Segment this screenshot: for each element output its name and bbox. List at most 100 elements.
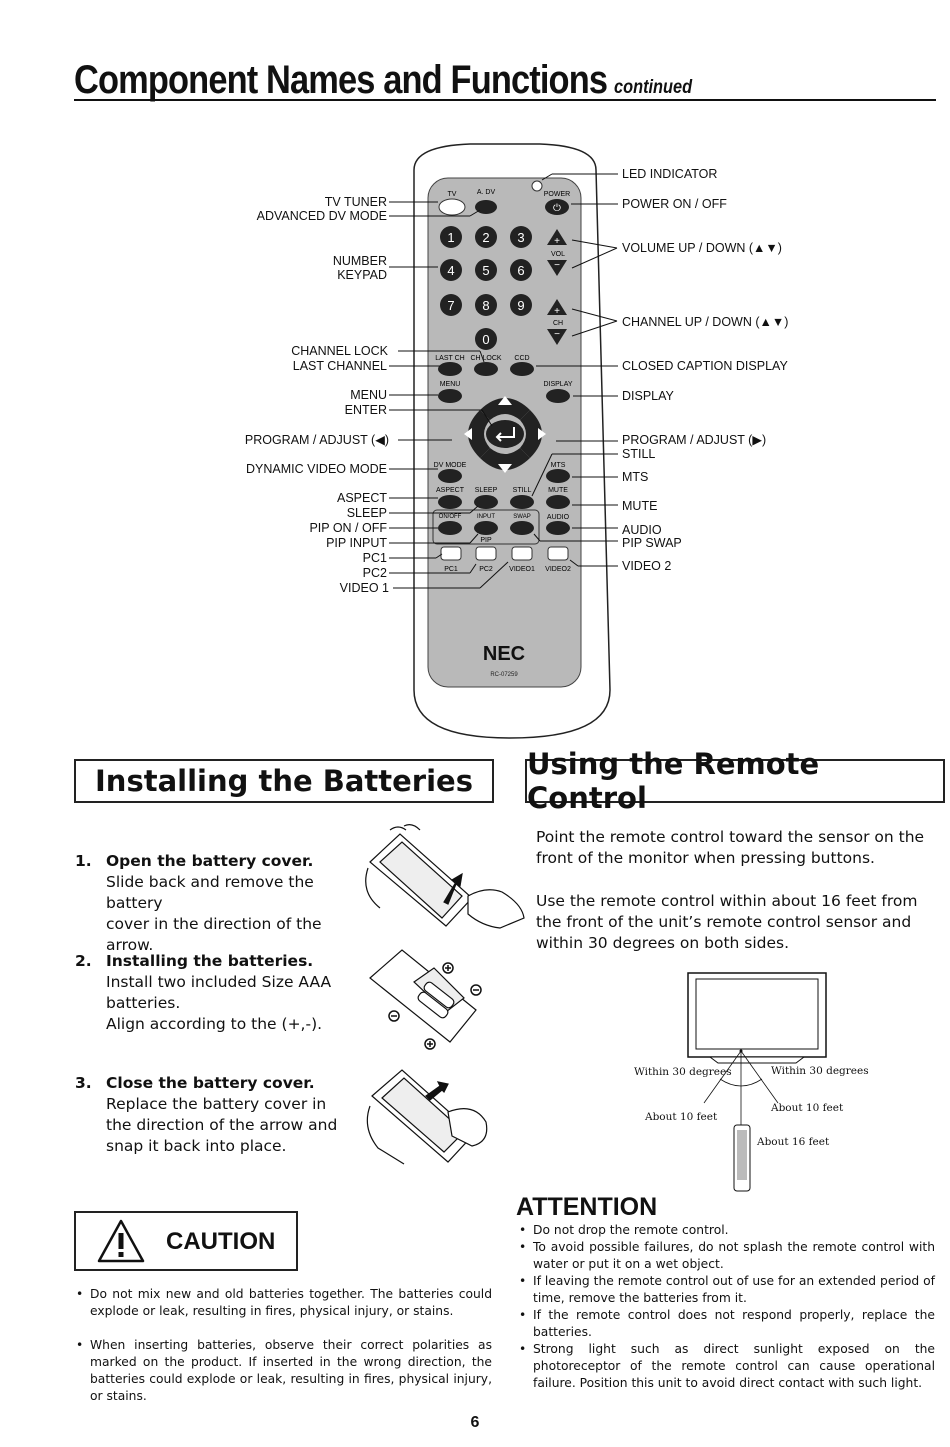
attention-title: ATTENTION <box>516 1193 658 1221</box>
label-advanced-dv-mode: ADVANCED DV MODE <box>256 209 387 223</box>
power-button[interactable] <box>545 199 569 215</box>
caution-box: CAUTION <box>74 1211 298 1271</box>
key-1[interactable] <box>440 226 462 248</box>
battery-step-1: 1. Open the battery cover. Slide back an… <box>75 851 365 956</box>
up-arrow-icon <box>498 396 512 405</box>
step-1-heading: Open the battery cover. <box>106 852 314 870</box>
key-8-label: 8 <box>482 298 489 313</box>
pip-input-label: INPUT <box>477 514 495 520</box>
remote-range-diagram <box>687 972 827 1192</box>
key-7-label: 7 <box>447 298 454 313</box>
channel-down-button[interactable] <box>547 329 567 345</box>
channel-up-label: + <box>554 306 560 317</box>
ccd-button[interactable] <box>510 362 534 376</box>
video1-button[interactable] <box>511 546 533 561</box>
pip-input-button[interactable] <box>474 521 498 535</box>
label-led-indicator: LED INDICATOR <box>622 167 718 181</box>
label-pc1: PC1 <box>362 551 387 565</box>
label-video-2: VIDEO 2 <box>622 559 672 573</box>
key-5-label: 5 <box>482 263 489 278</box>
key-2[interactable] <box>475 226 497 248</box>
step-1-number: 1. <box>75 852 92 870</box>
volume-down-button[interactable] <box>547 260 567 276</box>
key-8[interactable] <box>475 294 497 316</box>
display-label: DISPLAY <box>543 381 572 388</box>
still-button[interactable] <box>510 495 534 509</box>
pip-label: PIP <box>480 537 492 544</box>
mts-button[interactable] <box>546 469 570 483</box>
label-pip-swap: PIP SWAP <box>622 536 682 550</box>
bullet-icon: • <box>519 1274 527 1288</box>
label-last-channel: LAST CHANNEL <box>292 359 387 373</box>
key-6[interactable] <box>510 259 532 281</box>
left-callout-lines <box>389 201 509 589</box>
enter-button[interactable] <box>486 420 524 448</box>
title-rule <box>74 99 936 101</box>
display-button[interactable] <box>546 389 570 403</box>
open-battery-cover-illustration <box>365 824 525 929</box>
nav-up-button[interactable] <box>480 398 530 420</box>
ch-label: CH <box>553 320 563 327</box>
key-7[interactable] <box>440 294 462 316</box>
adv-button-label: A. DV <box>477 189 496 196</box>
pc2-button[interactable] <box>475 546 497 561</box>
bullet-icon: • <box>519 1342 527 1356</box>
nec-logo: NEC <box>483 643 525 665</box>
label-tv-tuner: TV TUNER <box>324 195 387 209</box>
aspect-button[interactable] <box>438 495 462 509</box>
volume-up-button[interactable] <box>547 229 567 245</box>
sleep-button[interactable] <box>474 495 498 509</box>
label-keypad: KEYPAD <box>337 268 387 282</box>
number-keypad: 1 2 3 4 5 6 7 8 9 0 <box>440 226 532 350</box>
last-ch-label: LAST CH <box>435 355 464 362</box>
volume-down-label: − <box>554 260 560 271</box>
using-remote-heading-text: Using the Remote Control <box>527 747 820 815</box>
channel-up-button[interactable] <box>547 299 567 315</box>
video2-button[interactable] <box>547 546 569 561</box>
pip-swap-label: SWAP <box>513 514 530 520</box>
step-2-number: 2. <box>75 952 92 970</box>
tv-button[interactable] <box>438 198 466 216</box>
menu-button[interactable] <box>438 389 462 403</box>
pc1-label: PC1 <box>444 566 458 573</box>
key-0[interactable] <box>475 328 497 350</box>
pc1-button[interactable] <box>440 546 462 561</box>
key-9-label: 9 <box>517 298 524 313</box>
adv-button[interactable] <box>475 200 497 214</box>
label-volume-up-down: VOLUME UP / DOWN (▲▼) <box>622 241 782 255</box>
key-5[interactable] <box>475 259 497 281</box>
enter-icon <box>495 427 515 442</box>
right-arrow-icon <box>538 428 546 440</box>
bullet-icon: • <box>76 1338 84 1352</box>
using-remote-paragraph-2: Use the remote control within about 16 f… <box>536 892 918 952</box>
remote-diagram: TV A. DV POWER ⏻ 1 2 3 4 5 6 7 8 9 0 + V… <box>389 143 618 739</box>
label-closed-caption-display: CLOSED CAPTION DISPLAY <box>622 359 788 373</box>
step-3-number: 3. <box>75 1074 92 1092</box>
pip-swap-button[interactable] <box>510 521 534 535</box>
power-button-label: POWER <box>544 191 570 198</box>
nav-right-button[interactable] <box>520 410 542 458</box>
label-number: NUMBER <box>332 254 387 268</box>
bullet-icon: • <box>519 1308 527 1322</box>
label-still: STILL <box>622 447 656 461</box>
still-label: STILL <box>513 487 532 494</box>
caution-bullet-2: •When inserting batteries, observe their… <box>76 1337 492 1405</box>
nav-left-button[interactable] <box>468 410 490 458</box>
attention-bullet-1-text: Do not drop the remote control. <box>533 1223 729 1237</box>
key-9[interactable] <box>510 294 532 316</box>
audio-button[interactable] <box>546 521 570 535</box>
mute-button[interactable] <box>546 495 570 509</box>
pip-on-off-button[interactable] <box>438 521 462 535</box>
key-3-label: 3 <box>517 230 524 245</box>
nav-down-button[interactable] <box>480 448 530 470</box>
key-6-label: 6 <box>517 263 524 278</box>
channel-lock-button[interactable] <box>474 362 498 376</box>
step-3-body: Replace the battery cover in the directi… <box>106 1095 338 1155</box>
key-3[interactable] <box>510 226 532 248</box>
key-4[interactable] <box>440 259 462 281</box>
dv-mode-button[interactable] <box>438 469 462 483</box>
step-2-body: Install two included Size AAA batteries.… <box>106 973 332 1033</box>
label-menu: MENU <box>350 388 387 402</box>
last-channel-button[interactable] <box>438 362 462 376</box>
volume-up-label: + <box>554 236 560 247</box>
